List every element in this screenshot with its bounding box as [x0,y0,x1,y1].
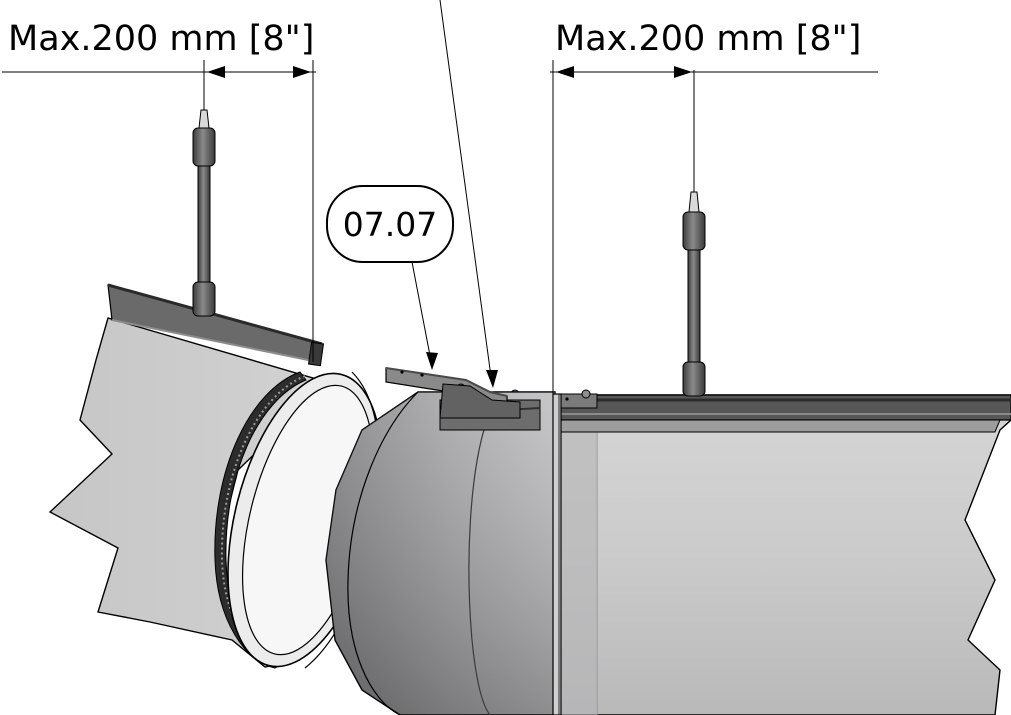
left-transducer-probe [192,68,216,317]
dimension-left [2,60,316,362]
callout-label: 07.07 [343,205,437,244]
right-pipe [504,389,1011,715]
leader-lines [411,0,498,388]
callout-bubble [326,185,454,263]
dimension-right [550,60,878,715]
right-transducer-probe [682,70,706,397]
reducer-section [325,391,562,715]
part-callout: 07.07 [326,185,454,263]
dimension-label-right: Max.200 mm [8"] [555,19,861,59]
right-pipe-body [554,394,1011,715]
joint-flange [552,393,562,715]
dimension-label-left: Max.200 mm [8"] [8,19,314,59]
bracket-07-07 [385,367,521,419]
